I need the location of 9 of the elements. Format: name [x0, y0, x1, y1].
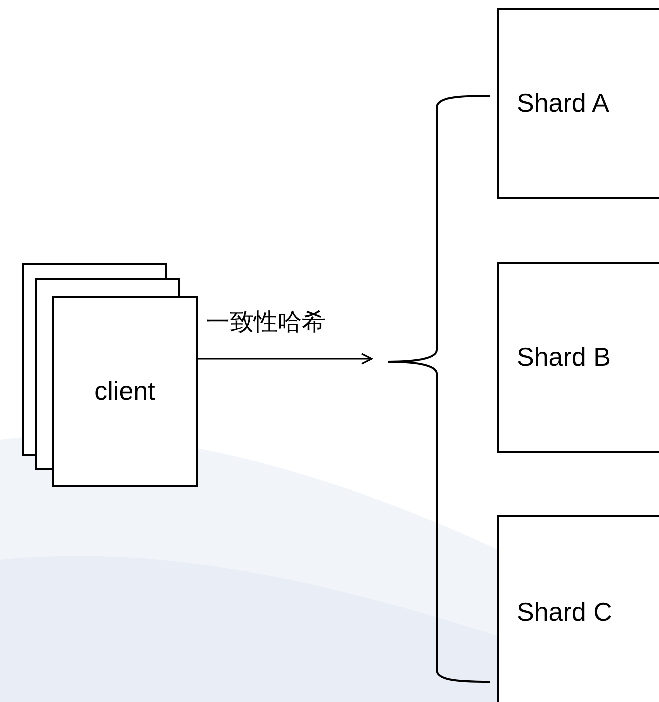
arrow: [198, 353, 373, 365]
shard-box: [497, 8, 659, 199]
node-label: Shard A: [517, 88, 610, 119]
client-box: [52, 296, 198, 487]
node-label: Shard C: [517, 597, 612, 628]
node-label: Shard B: [517, 342, 611, 373]
shard-box: [497, 262, 659, 453]
edge-label: 一致性哈希: [206, 309, 326, 336]
node-label: client: [94, 376, 156, 407]
